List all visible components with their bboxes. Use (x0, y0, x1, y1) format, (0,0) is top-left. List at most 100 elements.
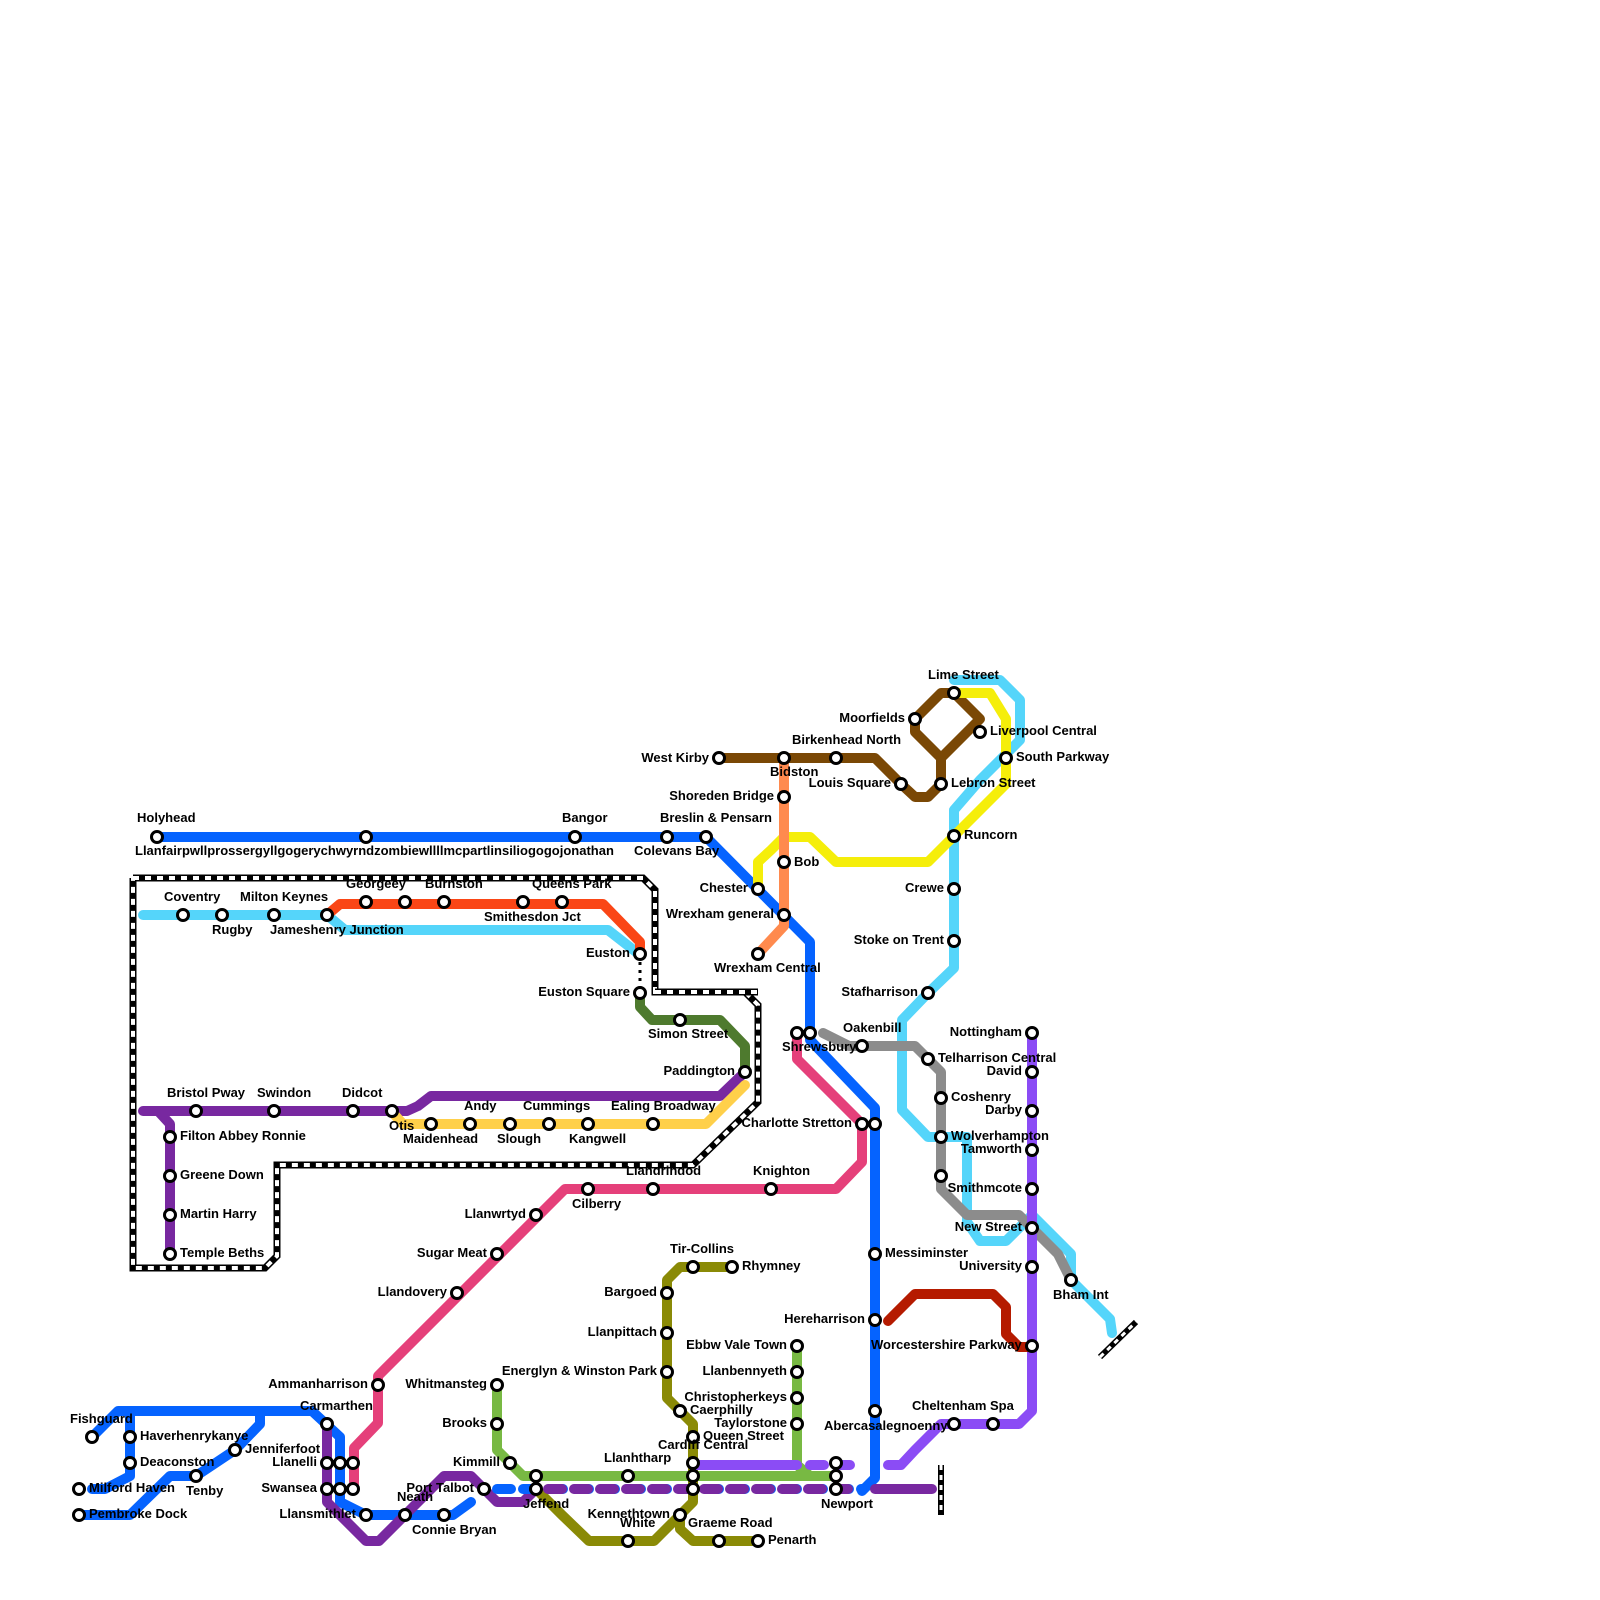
station-marker-wrexham-general (779, 910, 790, 921)
station-label-shrewsbury: Shrewsbury (782, 1039, 857, 1054)
station-marker-energlyn-winston-park (662, 1367, 673, 1378)
station-marker-connie-bryan (439, 1510, 450, 1521)
station-label-tir-collins: Tir-Collins (670, 1241, 734, 1256)
station-label-bangor: Bangor (562, 810, 608, 825)
station-marker-greene-down (165, 1171, 176, 1182)
station-marker-paddington (740, 1067, 751, 1078)
station-label-ebbw-vale-town: Ebbw Vale Town (686, 1337, 787, 1352)
station-marker-shoreden-bridge (779, 792, 790, 803)
station-label-llandovery: Llandovery (378, 1284, 448, 1299)
station-label-llanbennyeth: Llanbennyeth (702, 1363, 787, 1378)
station-marker-breslin-pensarn (662, 832, 673, 843)
station-marker-temple-beths (165, 1249, 176, 1260)
station-marker-west-kirby (714, 753, 725, 764)
station-label-stafharrison: Stafharrison (841, 984, 918, 999)
station-marker-port-talbot (479, 1484, 490, 1495)
station-label-tamworth: Tamworth (961, 1141, 1022, 1156)
station-marker-cummings (544, 1119, 555, 1130)
station-label-georgeey: Georgeey (346, 876, 407, 891)
station-label-liverpool-central: Liverpool Central (990, 723, 1097, 738)
station-marker-bristol-pway (191, 1106, 202, 1117)
station-label-slough: Slough (497, 1131, 541, 1146)
station-label-rhymney: Rhymney (742, 1258, 801, 1273)
station-marker-newport (831, 1458, 842, 1469)
station-marker-charlotte-stretton (857, 1119, 868, 1130)
station-marker-bidston (779, 753, 790, 764)
station-label-cheltenham-spa: Cheltenham Spa (912, 1398, 1015, 1413)
station-marker-swansea-2 (335, 1484, 346, 1495)
station-label-swindon: Swindon (257, 1085, 311, 1100)
station-marker-burnston (439, 897, 450, 908)
station-marker-llanpittach (662, 1328, 673, 1339)
station-label-cardiff-central: Cardiff Central (658, 1437, 748, 1452)
station-marker-queens-park (557, 897, 568, 908)
station-marker-llanwrtyd (531, 1210, 542, 1221)
station-marker-ealing-broadway (648, 1119, 659, 1130)
station-label-martin-harry: Martin Harry (180, 1206, 257, 1221)
station-marker-simon-street (675, 1015, 686, 1026)
station-label-andy: Andy (464, 1098, 497, 1113)
station-label-smithmcote: Smithmcote (948, 1180, 1022, 1195)
station-marker-bob (779, 857, 790, 868)
station-label-white: White (620, 1515, 655, 1530)
station-marker-jeffend (531, 1484, 542, 1495)
station-marker-david (1027, 1067, 1038, 1078)
station-label-haverhenrykanye: Haverhenrykanye (140, 1428, 248, 1443)
station-marker-rhymney (727, 1262, 738, 1273)
station-marker-nottingham (1027, 1028, 1038, 1039)
station-label-colevans-bay: Colevans Bay (634, 843, 720, 858)
station-label-connie-bryan: Connie Bryan (412, 1522, 497, 1537)
station-marker-wolverhampton (936, 1132, 947, 1143)
station-marker-filton-abbey-ronnie (165, 1132, 176, 1143)
station-label-shoreden-bridge: Shoreden Bridge (669, 788, 774, 803)
station-marker-university (1027, 1262, 1038, 1273)
station-marker-llanfairpwllprossergyllgogerychwyrndzombiewllllmcpartlinsiliogogojonathan (361, 832, 372, 843)
station-label-brooks: Brooks (442, 1415, 487, 1430)
station-label-graeme-road: Graeme Road (688, 1515, 773, 1530)
station-marker-new-street (1027, 1223, 1038, 1234)
station-label-burnston: Burnston (425, 876, 483, 891)
station-marker-jenniferfoot (230, 1445, 241, 1456)
station-marker-caerphilly (675, 1406, 686, 1417)
station-marker-knighton (766, 1184, 777, 1195)
station-marker-jameshenry-junction (322, 910, 333, 921)
station-label-maidenhead: Maidenhead (403, 1131, 478, 1146)
station-marker-cardiff-mid (688, 1471, 699, 1482)
station-label-messiminster: Messiminster (885, 1245, 968, 1260)
station-marker-newport-low (831, 1484, 842, 1495)
station-label-moorfields: Moorfields (839, 710, 905, 725)
station-marker-kennethtown (675, 1510, 686, 1521)
station-label-holyhead: Holyhead (137, 810, 196, 825)
station-marker-llanelli-2 (335, 1458, 346, 1469)
station-label-jeffend: Jeffend (523, 1496, 569, 1511)
station-label-new-street: New Street (955, 1219, 1023, 1234)
station-marker-kangwell (583, 1119, 594, 1130)
station-marker-pollarecharlotte-for-t-bury (988, 1419, 999, 1430)
station-marker-ebbw-vale-town (792, 1341, 803, 1352)
station-label-llanelli: Llanelli (272, 1454, 317, 1469)
station-marker-milton-keynes (269, 910, 280, 921)
station-label-llandrindod: Llandrindod (626, 1163, 701, 1178)
station-marker-rugby (217, 910, 228, 921)
station-marker-smithmcote (1027, 1184, 1038, 1195)
station-label-didcot: Didcot (342, 1085, 383, 1100)
station-label-hereharrison: Hereharrison (784, 1311, 865, 1326)
station-marker-swindon (269, 1106, 280, 1117)
station-label-milford-haven: Milford Haven (89, 1480, 175, 1495)
station-label-ealing-broadway: Ealing Broadway (611, 1098, 717, 1113)
station-label-wrexham-general: Wrexham general (666, 906, 774, 921)
station-marker-kimmill (505, 1458, 516, 1469)
station-marker-colevans-bay (701, 832, 712, 843)
station-marker-taylorstone (792, 1419, 803, 1430)
station-label-bristol-pway: Bristol Pway (167, 1085, 246, 1100)
station-marker-coshenry (936, 1093, 947, 1104)
station-label-smithesdon-jct: Smithesdon Jct (484, 909, 581, 924)
station-marker-llansmithlet (361, 1510, 372, 1521)
station-label-nottingham: Nottingham (950, 1024, 1022, 1039)
station-marker-llanbennyeth (792, 1367, 803, 1378)
station-label-lime-street: Lime Street (928, 667, 999, 682)
station-marker-cilberry (583, 1184, 594, 1195)
station-marker-penarth (753, 1536, 764, 1547)
station-label-knighton: Knighton (753, 1163, 810, 1178)
